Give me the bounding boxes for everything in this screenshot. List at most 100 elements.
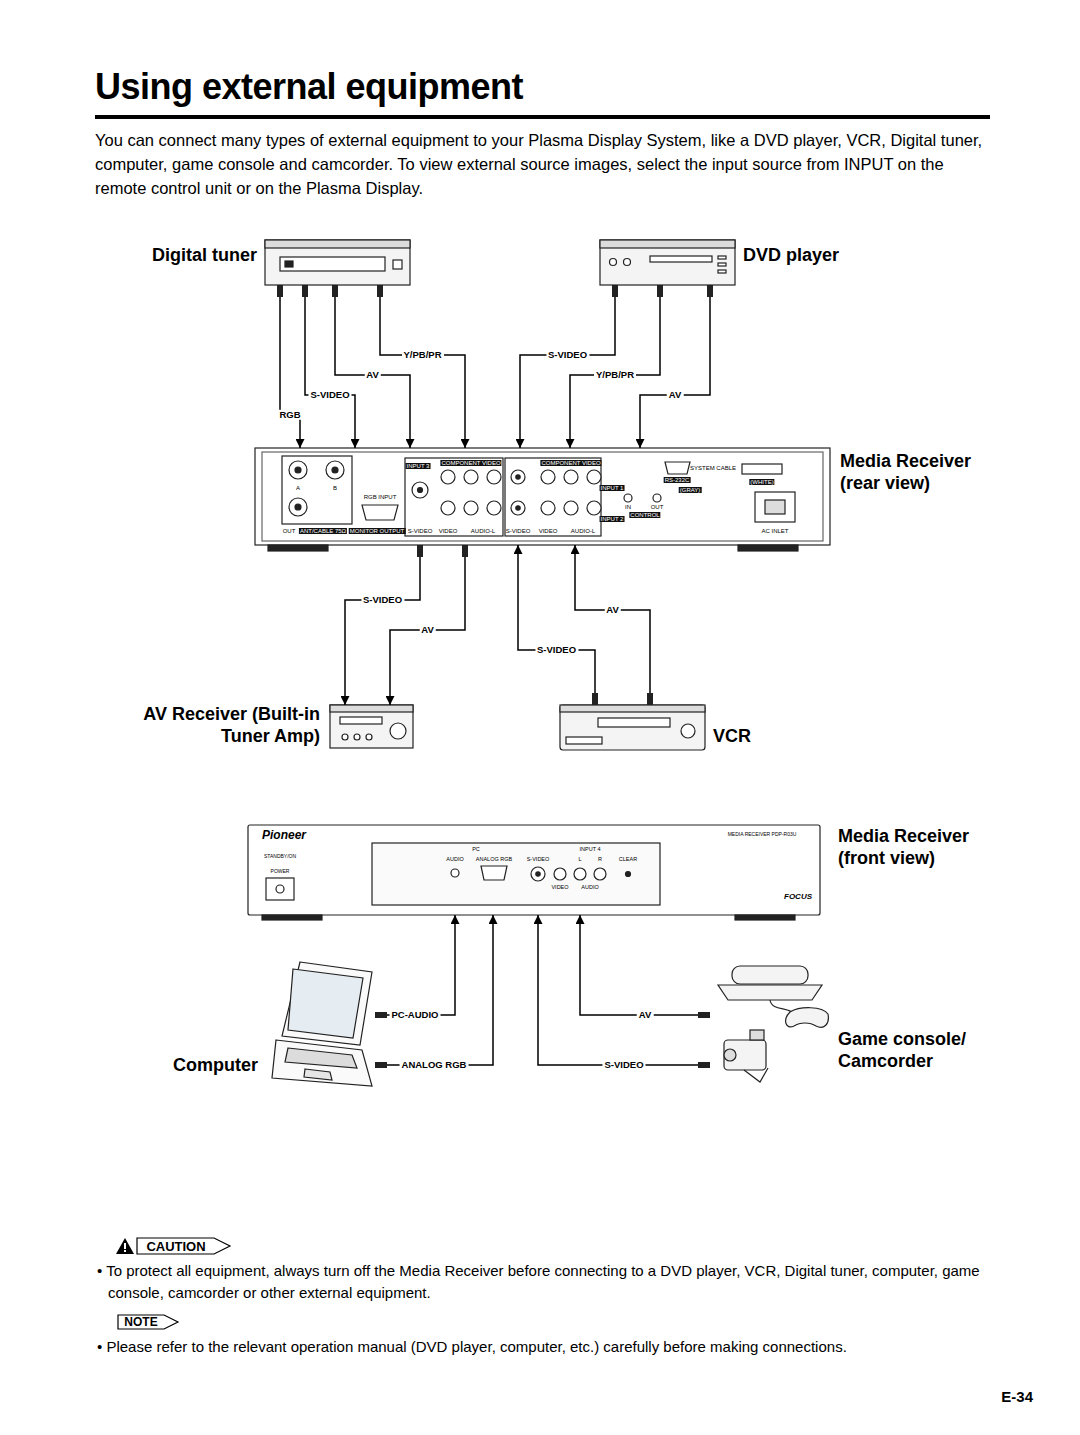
media-receiver-rear-panel <box>487 470 501 484</box>
game-console-camcorder-illustration <box>750 1030 764 1040</box>
cable-label: S-VIDEO <box>361 595 404 605</box>
cable-label: S-VIDEO <box>546 350 589 360</box>
digital-tuner-illustration <box>280 257 385 271</box>
port-label: COMPONENT VIDEO <box>540 460 601 466</box>
cable-line <box>335 285 410 448</box>
game-console-camcorder-illustration <box>718 966 828 1082</box>
media-receiver-front-panel <box>735 915 795 920</box>
media-receiver-rear-panel <box>755 492 795 522</box>
cable-line <box>280 285 300 448</box>
port-label: INPUT 3 <box>406 463 431 469</box>
dvd-player-illustration <box>600 240 735 248</box>
laptop-illustration <box>285 1048 357 1068</box>
media-receiver-rear-panel <box>412 482 428 498</box>
media-receiver-front-panel <box>536 872 540 876</box>
vcr-illustration <box>560 705 705 750</box>
port-label: IN <box>625 504 631 510</box>
cable-line <box>538 915 710 1065</box>
cable <box>575 545 650 705</box>
media-receiver-rear-panel <box>541 501 555 515</box>
media-receiver-rear-panel <box>487 501 501 515</box>
media-receiver-rear-panel <box>464 501 478 515</box>
port-label: B <box>333 485 337 491</box>
cable-line <box>390 545 465 705</box>
media-receiver-rear-panel <box>295 467 301 473</box>
av-receiver-illustration <box>366 734 372 740</box>
game-console-camcorder-illustration <box>724 1040 766 1070</box>
note-badge <box>118 1315 178 1329</box>
media-receiver-front-panel <box>262 915 322 920</box>
media-receiver-rear-panel <box>516 506 520 510</box>
port-label: RGB INPUT <box>364 494 397 500</box>
port-label: INPUT 4 <box>580 847 601 853</box>
media-receiver-rear-panel <box>511 501 525 515</box>
cable-plug <box>592 693 598 705</box>
port-label: AUDIO-L <box>571 528 595 534</box>
media-receiver-rear-panel <box>653 494 661 502</box>
port-label: S-VIDEO <box>408 528 433 534</box>
port-label: VIDEO <box>551 885 568 891</box>
device-label: VCR <box>713 725 751 747</box>
media-receiver-rear-panel <box>268 545 328 551</box>
media-receiver-rear-panel <box>541 470 555 484</box>
cable-line <box>375 915 493 1065</box>
av-receiver-illustration <box>340 717 382 724</box>
cable-plug <box>375 1012 387 1018</box>
av-receiver-illustration <box>354 734 360 740</box>
cable-plug <box>698 1062 710 1068</box>
media-receiver-rear-panel <box>295 504 301 510</box>
caution-badge <box>116 1238 134 1254</box>
cable <box>380 285 465 448</box>
media-receiver-rear-panel <box>505 458 601 536</box>
cable <box>640 285 710 448</box>
cable-line <box>570 285 660 448</box>
media-receiver-front-panel <box>574 868 586 880</box>
dvd-player-illustration <box>600 240 735 285</box>
cable-line <box>520 285 615 448</box>
media-receiver-front-panel <box>481 866 507 880</box>
dvd-player-illustration <box>718 256 726 259</box>
media-receiver-front-panel <box>531 867 545 881</box>
media-receiver-front-panel <box>248 825 820 915</box>
device-label: Game console/ Camcorder <box>838 1028 998 1072</box>
cable-label: S-VIDEO <box>535 645 578 655</box>
device-label: DVD player <box>743 244 839 266</box>
dvd-player-illustration <box>610 259 617 266</box>
cable-plug <box>375 1062 387 1068</box>
cable-line <box>305 285 355 448</box>
port-label: AUDIO-L <box>471 528 495 534</box>
device-box: Digital tuner <box>265 240 410 285</box>
device-label: Media Receiver (rear view) <box>840 450 1000 494</box>
cable-plug <box>657 285 663 297</box>
cable-label: S-VIDEO <box>602 1060 645 1070</box>
cable-label: ANALOG RGB <box>400 1060 469 1070</box>
media-receiver-rear-panel <box>511 470 525 484</box>
media-receiver-rear-panel <box>624 494 632 502</box>
page-title: Using external equipment <box>95 66 523 108</box>
dvd-player-illustration <box>718 263 726 266</box>
cable <box>390 545 465 705</box>
port-label: CONTROL <box>629 512 660 518</box>
note-badge <box>118 1315 178 1329</box>
dvd-player-illustration <box>624 259 631 266</box>
port-label: SYSTEM CABLE <box>690 465 736 471</box>
caution-text: • To protect all equipment, always turn … <box>97 1260 1003 1304</box>
media-receiver-rear-panel <box>405 458 503 536</box>
brand-logo: FOCUS <box>784 893 812 901</box>
cable-label: AV <box>419 625 436 635</box>
cable <box>305 285 355 448</box>
av-receiver-illustration <box>330 705 413 712</box>
game-console-camcorder-illustration <box>744 1068 768 1082</box>
title-rule <box>95 115 990 119</box>
cable-plug <box>332 285 338 297</box>
cable <box>580 915 710 1015</box>
av-receiver-illustration <box>330 705 413 748</box>
media-receiver-front-panel <box>266 878 294 900</box>
cable-plug <box>612 285 618 297</box>
media-receiver-rear-panel <box>587 470 601 484</box>
laptop-illustration <box>304 1069 332 1080</box>
laptop-illustration <box>272 1040 372 1086</box>
laptop-illustration <box>288 969 363 1038</box>
port-label: VIDEO <box>439 528 458 534</box>
